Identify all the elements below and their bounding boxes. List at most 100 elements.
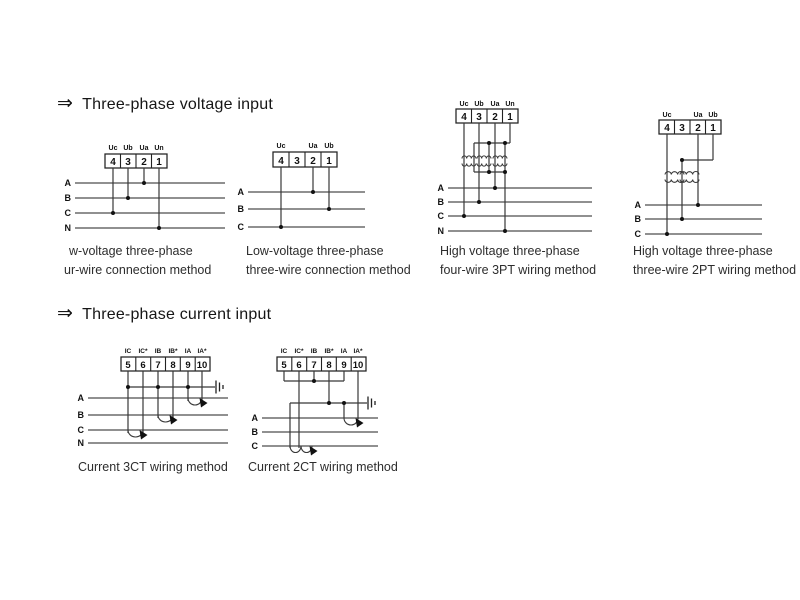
terminal-label: IC (125, 348, 132, 355)
section-title-current: Three-phase current input (82, 305, 272, 323)
phase-label: B (438, 197, 445, 207)
terminal-label: Uc (460, 101, 469, 108)
phase-label: A (238, 187, 245, 197)
caption-hv-2pt: High voltage three-phase three-wire 2PT … (633, 242, 796, 279)
terminal-label: Uc (663, 112, 672, 119)
phase-label: C (78, 425, 85, 435)
terminal-number: 1 (507, 112, 513, 123)
diagram-hv-2pt: A B C 4 3 2 1 Uc Ua Ub (635, 112, 762, 239)
caption-line: ur-wire connection method (64, 262, 212, 277)
caption-line: four-wire 3PT wiring method (440, 262, 597, 277)
terminal-number: 8 (170, 360, 175, 371)
phase-label: C (635, 229, 642, 239)
terminal-number: 4 (110, 157, 116, 168)
terminal-label: IA (341, 348, 348, 355)
terminal-number: 3 (679, 123, 685, 134)
phase-label: C (438, 211, 445, 221)
terminal-number: 7 (155, 360, 160, 371)
terminal-label: Ua (309, 143, 318, 150)
terminal-label: Uc (277, 143, 286, 150)
diagram-lv-four-wire: A B C N 4 3 2 1 Uc Ub Ua Un (65, 145, 225, 233)
terminal-number: 7 (311, 360, 316, 371)
terminal-number: 2 (310, 156, 316, 167)
terminal-label: Ub (708, 112, 717, 119)
terminal-number: 10 (353, 360, 364, 371)
terminal-label: IC (281, 348, 288, 355)
terminal-label: IB (311, 348, 318, 355)
phase-label: B (65, 193, 72, 203)
terminal-label: Ub (324, 143, 333, 150)
terminal-label: IA* (353, 348, 363, 355)
phase-label: A (252, 413, 259, 423)
section-header-voltage: ⇒ Three-phase voltage input (57, 93, 274, 114)
terminal-label: IB* (168, 348, 178, 355)
phase-label: B (252, 427, 259, 437)
phase-label: A (438, 183, 445, 193)
phase-label: N (65, 223, 72, 233)
diagram-hv-3pt: A B C N 4 3 2 1 Uc Ub Ua Un (438, 101, 592, 236)
double-arrow-icon: ⇒ (57, 303, 74, 324)
ct-loop-icon (127, 397, 208, 440)
earth-ground-icon (367, 396, 376, 410)
terminal-label: Ua (491, 101, 500, 108)
terminal-label: IA (185, 348, 192, 355)
terminal-number: 9 (185, 360, 190, 371)
terminal-label: Ub (474, 101, 483, 108)
terminal-label: Un (154, 145, 163, 152)
terminal-label: IC* (138, 348, 148, 355)
terminal-number: 5 (125, 360, 131, 371)
terminal-label: Ua (694, 112, 703, 119)
terminal-number: 1 (710, 123, 716, 134)
terminal-number: 6 (140, 360, 145, 371)
pt-coil-icon (664, 171, 700, 183)
terminal-number: 1 (156, 157, 162, 168)
terminal-label: Ub (123, 145, 132, 152)
terminal-label: Un (505, 101, 514, 108)
caption-line: High voltage three-phase (633, 244, 773, 258)
phase-label: C (252, 441, 259, 451)
terminal-number: 10 (197, 360, 208, 371)
double-arrow-icon: ⇒ (57, 93, 74, 114)
caption-2ct: Current 2CT wiring method (248, 458, 398, 477)
caption-line: three-wire connection method (246, 262, 411, 277)
terminal-number: 3 (476, 112, 482, 123)
phase-label: B (78, 410, 85, 420)
terminal-number: 9 (341, 360, 346, 371)
caption-line: Current 2CT wiring method (248, 460, 398, 474)
terminal-number: 2 (492, 112, 498, 123)
phase-label: A (78, 393, 85, 403)
phase-label: B (238, 204, 245, 214)
phase-label: B (635, 214, 642, 224)
pt-coil-icon (461, 155, 508, 167)
terminal-number: 1 (326, 156, 332, 167)
caption-line: w-voltage three-phase (69, 244, 193, 258)
terminal-number: 6 (296, 360, 301, 371)
phase-label: A (635, 200, 642, 210)
terminal-number: 8 (326, 360, 331, 371)
caption-lv-four-wire: w-voltage three-phase ur-wire connection… (64, 242, 211, 279)
caption-hv-3pt: High voltage three-phase four-wire 3PT w… (440, 242, 596, 279)
caption-3ct: Current 3CT wiring method (78, 458, 228, 477)
caption-line: High voltage three-phase (440, 244, 580, 258)
diagram-lv-three-wire: A B C 4 3 2 1 Uc Ua Ub (238, 143, 365, 232)
phase-label: C (65, 208, 72, 218)
terminal-label: IB (155, 348, 162, 355)
terminal-number: 4 (664, 123, 670, 134)
earth-ground-icon (215, 380, 224, 394)
terminal-number: 3 (125, 157, 131, 168)
terminal-label: IB* (324, 348, 334, 355)
terminal-number: 4 (278, 156, 284, 167)
caption-line: three-wire 2PT wiring method (633, 262, 797, 277)
phase-label: N (78, 438, 85, 448)
section-title-voltage: Three-phase voltage input (82, 95, 274, 113)
caption-lv-three-wire: Low-voltage three-phase three-wire conne… (246, 242, 411, 279)
terminal-label: Uc (109, 145, 118, 152)
terminal-number: 2 (141, 157, 147, 168)
terminal-label: IA* (197, 348, 207, 355)
terminal-label: Ua (140, 145, 149, 152)
phase-label: C (238, 222, 245, 232)
terminal-number: 5 (281, 360, 287, 371)
section-header-current: ⇒ Three-phase current input (57, 303, 272, 324)
